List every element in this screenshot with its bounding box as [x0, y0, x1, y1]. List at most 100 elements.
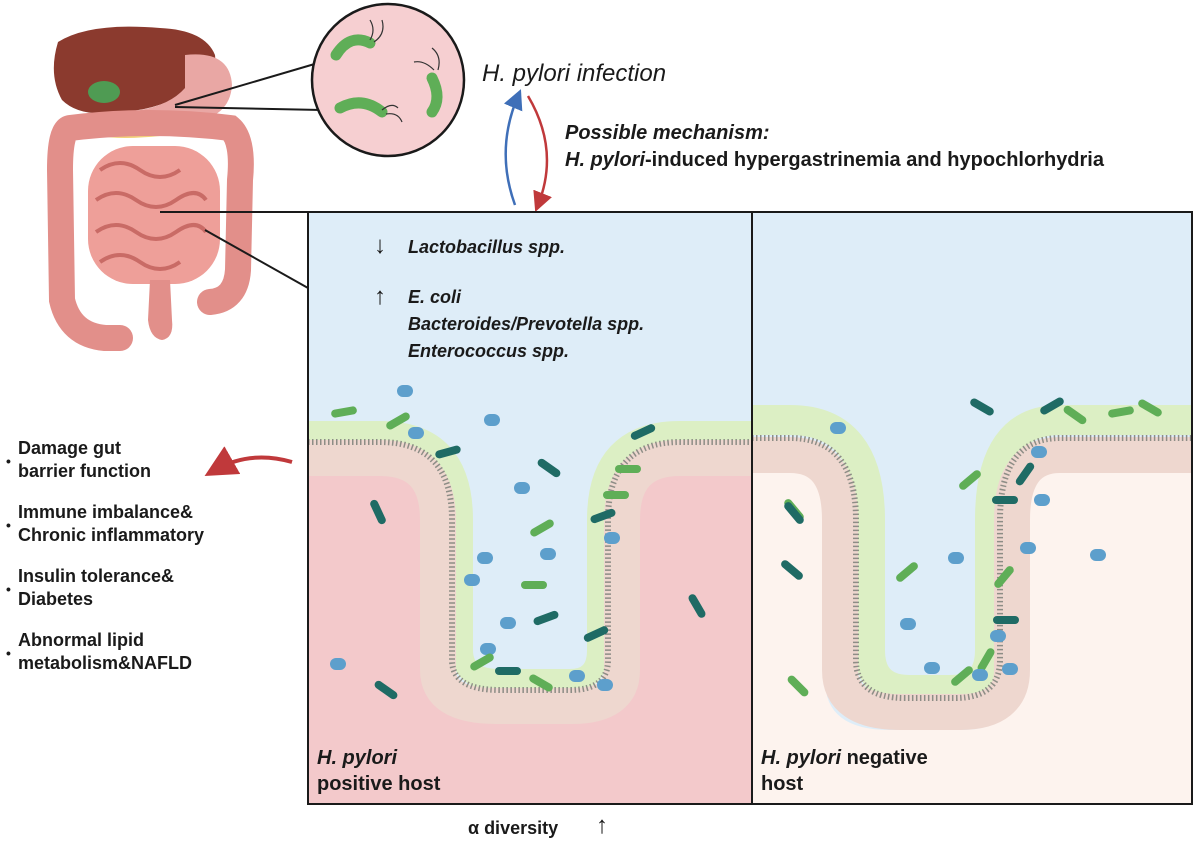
gut-bacterium-icon — [1090, 549, 1106, 561]
gut-bacterium-icon — [480, 643, 496, 655]
gut-bacterium-icon — [331, 406, 357, 418]
gut-bacterium-icon — [959, 470, 981, 490]
outcome-item: Immune imbalance& Chronic inflammatory — [6, 501, 204, 547]
outcome-line: Insulin tolerance& — [18, 566, 175, 586]
gut-bacterium-icon — [1040, 397, 1064, 415]
blue-arrow — [503, 89, 523, 206]
gut-bacterium-icon — [590, 508, 616, 524]
gut-bacterium-icon — [990, 630, 1006, 642]
h-pylori-bacterium-icon — [426, 72, 443, 118]
stomach-icon — [140, 54, 232, 123]
bacteria-item: Lactobacillus spp. — [408, 237, 566, 257]
gut-bacterium-icon — [435, 445, 461, 459]
small-intestine-icon — [88, 146, 220, 284]
outcome-item: Abnormal lipid metabolism&NAFLD — [6, 629, 204, 675]
gut-bacterium-icon — [951, 666, 973, 686]
gut-bacterium-icon — [530, 519, 554, 537]
large-intestine-icon — [46, 110, 254, 351]
gi-tract-illustration — [46, 26, 254, 351]
gut-bacterium-icon — [529, 674, 553, 692]
outcome-item: Damage gut barrier function — [6, 437, 204, 483]
bacteria-item: Enterococcus spp. — [408, 341, 570, 361]
zoom-line — [174, 106, 323, 111]
gut-bacterium-icon — [604, 532, 620, 544]
gut-bacterium-icon — [781, 560, 803, 580]
outcomes-list: Damage gut barrier function Immune imbal… — [6, 437, 204, 693]
outcome-line: Abnormal lipid — [18, 630, 144, 650]
outcome-line: metabolism&NAFLD — [18, 653, 193, 673]
bacteria-item: E. coli — [408, 287, 462, 307]
gut-bacterium-icon — [900, 618, 916, 630]
gut-bacterium-icon — [948, 552, 964, 564]
outcome-line: barrier function — [18, 461, 152, 481]
mechanism-description: H. pylori-induced hypergastrinemia and h… — [565, 149, 1104, 172]
mucus-layer — [752, 405, 1192, 705]
infection-label: H. pylori infection — [482, 60, 667, 87]
gut-bacterium-icon — [1015, 462, 1035, 486]
gut-bacterium-icon — [1031, 446, 1047, 458]
gut-bacterium-icon — [484, 414, 500, 426]
zoom-circle — [310, 2, 466, 158]
gut-bacterium-icon — [1108, 406, 1134, 418]
gut-bacterium-icon — [630, 424, 656, 440]
gut-bacterium-icon — [521, 581, 547, 589]
outcome-line: Damage gut — [18, 438, 122, 458]
gut-bacterium-icon — [994, 566, 1014, 588]
host-rest: positive host — [317, 773, 441, 795]
gut-bacterium-icon — [537, 458, 561, 478]
gut-bacterium-icon — [533, 610, 559, 626]
gut-bacterium-icon — [603, 491, 629, 499]
gut-bacterium-icon — [688, 594, 706, 618]
flagella — [369, 19, 440, 123]
gut-bacterium-icon — [374, 680, 398, 700]
positive-host-label: H. pylori positive host — [317, 745, 440, 797]
bacteria-item: Bacteroides/Prevotella spp. — [408, 314, 645, 334]
gut-bacterium-icon — [397, 385, 413, 397]
gut-bacterium-icon — [495, 667, 521, 675]
mechanism-rest: -induced hypergastrinemia and hypochlorh… — [645, 149, 1104, 171]
tissue-area — [308, 465, 752, 804]
outcome-line: Diabetes — [18, 589, 94, 609]
gut-bacterium-icon — [514, 482, 530, 494]
red-arrow — [526, 95, 552, 212]
gut-bacterium-icon — [924, 662, 940, 674]
brush-border — [752, 435, 1192, 701]
gut-bacterium-icon — [569, 670, 585, 682]
gut-bacterium-icon — [1063, 405, 1087, 425]
outcome-line: Chronic inflammatory — [18, 525, 205, 545]
alpha-diversity-label: α diversity — [468, 818, 559, 838]
gut-bacterium-icon — [370, 499, 386, 525]
panel-border — [307, 211, 1193, 805]
zoom-line — [204, 229, 309, 289]
gut-bacterium-icon — [540, 548, 556, 560]
gut-bacterium-icon — [464, 574, 480, 586]
gut-bacterium-icon — [597, 679, 613, 691]
gut-bacterium-icon — [896, 562, 918, 582]
gut-bacterium-icon — [408, 427, 424, 439]
outcome-item: Insulin tolerance& Diabetes — [6, 565, 204, 611]
gut-bacterium-icon — [972, 669, 988, 681]
epithelium-layer — [308, 440, 752, 724]
intestine-coils — [94, 161, 208, 271]
gut-bacterium-icon — [477, 552, 493, 564]
gut-bacterium-icon — [500, 617, 516, 629]
outcome-line: Immune imbalance& — [18, 502, 194, 522]
gut-bacterium-icon — [1002, 663, 1018, 675]
gut-bacterium-icon — [787, 675, 809, 697]
gut-bacterium-icon — [1034, 494, 1050, 506]
tissue-area — [752, 465, 1192, 804]
gut-bacterium-icon — [330, 658, 346, 670]
gut-bacterium-icon — [386, 412, 410, 430]
outcome-arrow — [204, 446, 293, 476]
increase-arrow: ↑ — [374, 283, 386, 310]
zoom-line — [174, 62, 319, 106]
gut-bacterium-icon — [1020, 542, 1036, 554]
gut-bacterium-icon — [1138, 399, 1162, 417]
h-pylori-zoom — [174, 2, 466, 158]
rectum-icon — [148, 280, 173, 340]
increased-bacteria: E. coli Bacteroides/Prevotella spp. Ente… — [408, 286, 644, 367]
decreased-bacteria: Lactobacillus spp. — [408, 236, 565, 258]
decrease-arrow: ↓ — [374, 232, 386, 259]
gut-bacterium-icon — [615, 465, 641, 473]
